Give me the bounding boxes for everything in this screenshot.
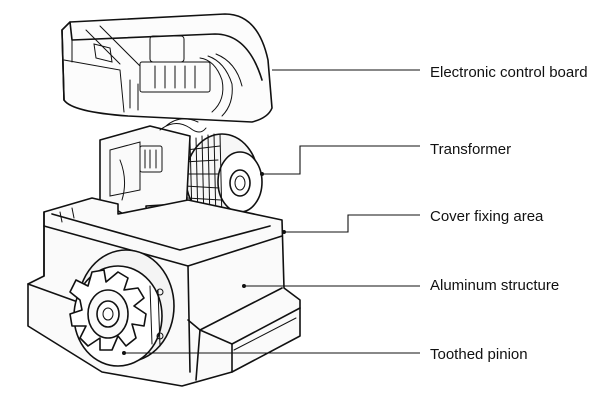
leader-lines xyxy=(122,69,420,355)
label-electronic-control-board: Electronic control board xyxy=(430,64,588,81)
label-cover-fixing-area: Cover fixing area xyxy=(430,208,544,225)
control-board-housing xyxy=(61,13,273,123)
leader-cover-fixing xyxy=(284,214,420,233)
label-transformer: Transformer xyxy=(430,141,512,158)
leader-transformer xyxy=(262,145,420,175)
label-toothed-pinion: Toothed pinion xyxy=(430,346,528,363)
label-aluminum-structure: Aluminum structure xyxy=(430,277,560,294)
toothed-pinion xyxy=(69,249,175,367)
transformer-coil xyxy=(99,118,263,223)
